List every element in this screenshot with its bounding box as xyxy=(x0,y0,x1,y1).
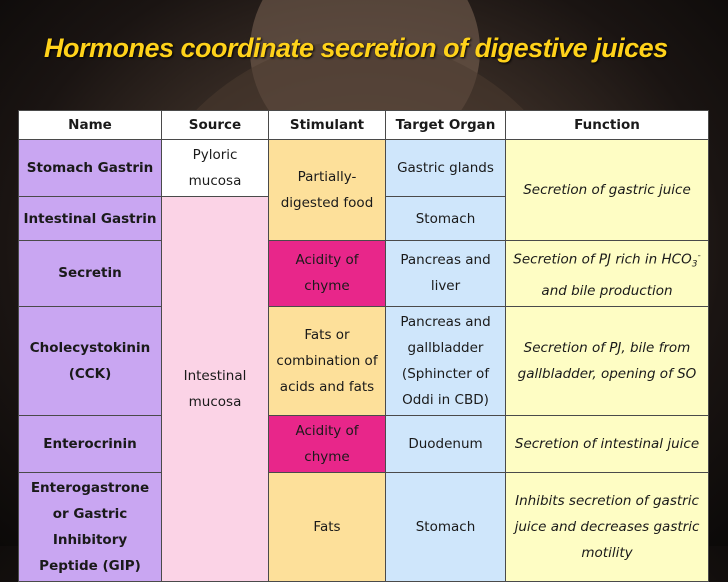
function-text: and bile production xyxy=(541,282,673,299)
function-superscript: - xyxy=(697,251,701,261)
cell-source: Intestinal mucosa xyxy=(161,196,269,582)
table-row: Secretin Acidity of chyme Pancreas and l… xyxy=(18,240,709,307)
cell-function: Secretion of PJ, bile from gallbladder, … xyxy=(505,305,709,416)
table-row: Intestinal Gastrin Intestinal mucosa Sto… xyxy=(18,196,709,582)
header-name: Name xyxy=(18,110,162,140)
cell-stimulant: Fats xyxy=(268,471,386,582)
cell-name: Enterogastrone or Gastric Inhibitory Pep… xyxy=(18,471,162,582)
function-text: Secretion of PJ rich in HCO xyxy=(513,251,692,268)
cell-name: Cholecystokinin (CCK) xyxy=(18,305,162,416)
header-target-organ: Target Organ xyxy=(385,110,506,140)
cell-target-organ: Gastric glands xyxy=(385,139,506,197)
table-row: Cholecystokinin (CCK) Fats or combinatio… xyxy=(18,305,709,416)
cell-name: Stomach Gastrin xyxy=(18,139,162,197)
function-subscript: 3 xyxy=(691,259,698,270)
header-source: Source xyxy=(161,110,269,140)
cell-stimulant: Partially-digested food xyxy=(268,139,386,241)
cell-stimulant: Acidity of chyme xyxy=(268,240,386,307)
cell-function: Inhibits secretion of gastric juice and … xyxy=(505,471,709,582)
cell-function: Secretion of intestinal juice xyxy=(505,414,709,473)
cell-target-organ: Pancreas and gallbladder (Sphincter of O… xyxy=(385,305,506,416)
cell-function: Secretion of gastric juice xyxy=(505,139,709,241)
cell-target-organ: Stomach xyxy=(385,196,506,241)
table-row: Stomach Gastrin Pyloric mucosa Partially… xyxy=(18,139,709,241)
cell-stimulant: Acidity of chyme xyxy=(268,414,386,473)
table-header-row: Name Source Stimulant Target Organ Funct… xyxy=(18,110,709,140)
cell-name: Enterocrinin xyxy=(18,414,162,473)
header-stimulant: Stimulant xyxy=(268,110,386,140)
header-function: Function xyxy=(505,110,709,140)
table-row: Enterogastrone or Gastric Inhibitory Pep… xyxy=(18,471,709,582)
hormone-table: Name Source Stimulant Target Organ Funct… xyxy=(18,110,709,582)
cell-name: Secretin xyxy=(18,240,162,307)
cell-target-organ: Pancreas and liver xyxy=(385,240,506,307)
cell-stimulant: Fats or combination of acids and fats xyxy=(268,305,386,416)
cell-name: Intestinal Gastrin xyxy=(18,196,162,241)
cell-target-organ: Duodenum xyxy=(385,414,506,473)
cell-function: Secretion of PJ rich in HCO3- and bile p… xyxy=(505,240,709,307)
cell-source: Pyloric mucosa xyxy=(161,139,269,197)
slide-title: Hormones coordinate secretion of digesti… xyxy=(44,33,668,63)
cell-target-organ: Stomach xyxy=(385,471,506,582)
table-row: Enterocrinin Acidity of chyme Duodenum S… xyxy=(18,414,709,473)
